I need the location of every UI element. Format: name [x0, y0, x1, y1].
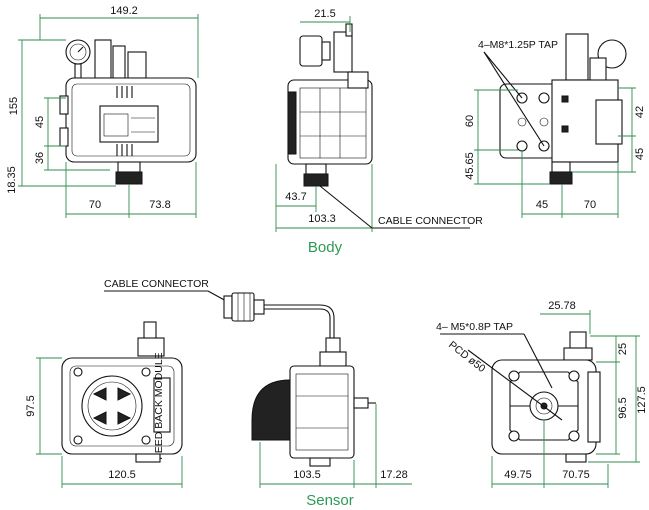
dim-sensor-rear-r3: 96.5 — [617, 397, 629, 418]
dim-side-top: 21.5 — [314, 8, 335, 20]
section-title-sensor: Sensor — [306, 492, 354, 509]
dim-body-w-left: 70 — [89, 199, 101, 211]
dim-side-bottom-total: 103.3 — [308, 213, 336, 225]
dim-sensor-rear-w2: 70.75 — [562, 469, 590, 481]
dim-rear-r1: 42 — [634, 106, 646, 118]
sensor-module-text: FEED BACK MODULE — [153, 352, 165, 459]
sensor-cable-connector: CABLE CONNECTOR — [104, 278, 335, 340]
dim-body-width: 149.2 — [110, 5, 138, 17]
body-front-view: 149.2 155 45 36 18.35 70 73.8 — [6, 5, 199, 218]
sensor-tap-label: 4– M5*0.8P TAP — [436, 321, 513, 333]
dim-body-h1: 45 — [34, 116, 46, 128]
dim-rear-w2: 70 — [584, 199, 596, 211]
dim-sensor-height: 97.5 — [25, 395, 37, 416]
dim-sensor-rear-r2: 127.5 — [636, 386, 648, 414]
dim-side-bottom-left: 43.7 — [285, 191, 306, 203]
dim-rear-w1: 45 — [536, 199, 548, 211]
body-rear-view: 4–M8*1.25P TAP 60 45.65 42 45 45 70 — [464, 33, 646, 218]
rear-tap-label: 4–M8*1.25P TAP — [478, 39, 558, 51]
dim-body-h2: 36 — [34, 152, 46, 164]
sensor-front-view: FEED BACK MODULE 97.5 120.5 — [25, 321, 183, 488]
sensor-pcd-label: PCD ø50 — [446, 339, 488, 375]
dim-rear-v2: 45.65 — [464, 152, 476, 180]
sensor-rear-view: 4– M5*0.8P TAP PCD ø50 25.78 25 127.5 96… — [436, 300, 648, 488]
dim-sensor-width: 120.5 — [108, 469, 136, 481]
dim-rear-v1: 60 — [464, 115, 476, 127]
dim-body-w-right: 73.8 — [149, 199, 170, 211]
sensor-cable-connector-label: CABLE CONNECTOR — [104, 278, 209, 290]
dim-rear-r2: 45 — [634, 148, 646, 160]
dim-sensor-rear-w1: 49.75 — [504, 469, 532, 481]
dim-sensor-side-extra: 17.28 — [380, 469, 408, 481]
section-title-body: Body — [308, 239, 343, 256]
dim-sensor-rear-r1: 25 — [617, 343, 629, 355]
dim-body-height: 155 — [8, 97, 20, 115]
dim-sensor-side-width: 103.5 — [293, 469, 321, 481]
body-cable-connector-label: CABLE CONNECTOR — [378, 215, 483, 227]
dim-sensor-rear-top: 25.78 — [548, 300, 576, 312]
body-side-view: 21.5 43.7 103.3 CABLE CONNECTOR — [275, 8, 483, 232]
dim-body-h3: 18.35 — [6, 166, 18, 194]
sensor-side-view: 103.5 17.28 — [251, 337, 412, 488]
